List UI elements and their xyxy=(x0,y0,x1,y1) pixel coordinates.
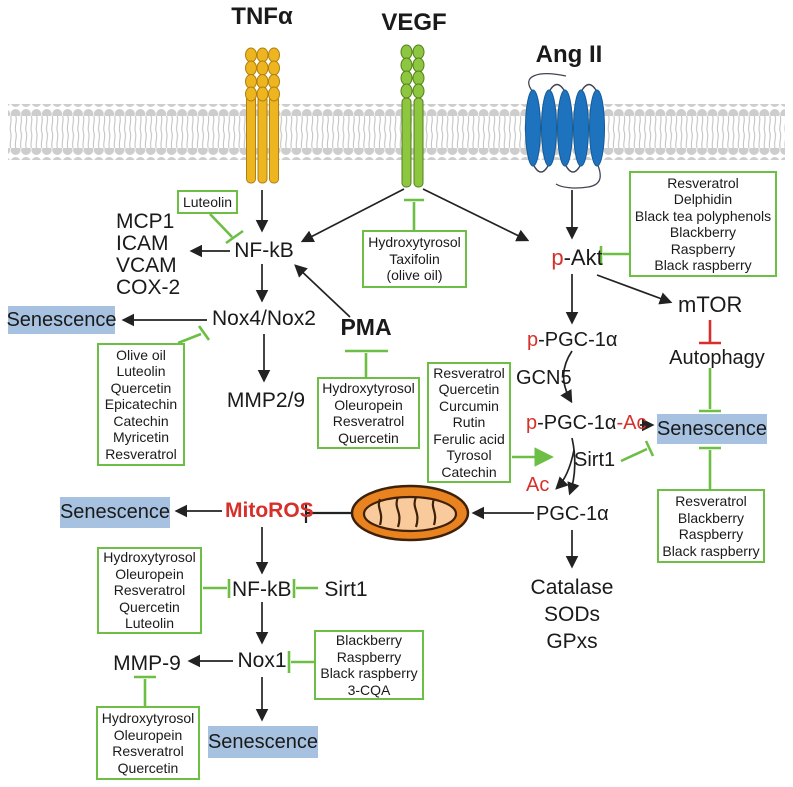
arrow-vegf-to-nfkb xyxy=(300,188,405,243)
senescence-box-bottom: Senescence xyxy=(208,726,318,758)
senescence-box-right: Senescence xyxy=(657,414,767,444)
tbar-oliveoil-to-nox4 xyxy=(177,325,211,345)
tbar-berries-to-pakt xyxy=(599,246,629,265)
box-pma-inhibitors: Hydroxytyrosol Oleuropein Resveratrol Qu… xyxy=(317,377,420,449)
angii-receptor xyxy=(525,73,605,189)
tbar-sirt1-to-nfkb xyxy=(292,579,318,598)
arrow-pma-to-nfkb xyxy=(294,264,351,318)
p-pgc1a-ac-phospho: p xyxy=(526,412,538,434)
antioxidant-enzymes: Catalase SODs GPxs xyxy=(530,576,614,653)
p-akt: p-Akt xyxy=(545,245,609,270)
tnfa-label: TNFα xyxy=(231,3,293,30)
p-pgc1a-body: -PGC-1α xyxy=(538,329,618,351)
mitoros: MitoROS xyxy=(225,499,314,522)
p-pgc1a-ac-body: -PGC-1α xyxy=(537,412,617,434)
tbar-mtor-to-autophagy xyxy=(699,320,721,345)
polyphenol-links xyxy=(134,198,721,706)
senescence-box-nox4: Senescence xyxy=(6,306,117,334)
nfkb-lower: NF-kB xyxy=(232,578,292,601)
pma-label: PMA xyxy=(340,314,392,340)
sirt1-upper: Sirt1 xyxy=(574,449,616,471)
p-pgc1a: p-PGC-1α xyxy=(527,329,617,351)
p-akt-body: -Akt xyxy=(563,245,603,270)
arrow-sirt1-deacetylation xyxy=(567,437,580,496)
arrow-vegf-to-pakt xyxy=(422,188,530,242)
sirt1-lower: Sirt1 xyxy=(324,578,368,601)
nfkb-target-genes: MCP1 ICAM VCAM COX-2 xyxy=(116,210,181,299)
autophagy: Autophagy xyxy=(669,347,765,369)
tnfa-receptor xyxy=(245,47,280,184)
arrow-gcn5-acetylation xyxy=(560,350,573,404)
angii-label: Ang II xyxy=(535,41,603,68)
box-akt-inhibitors: Resveratrol Delphidin Black tea polyphen… xyxy=(629,171,777,277)
mitochondrion xyxy=(350,484,470,542)
ac-label: Ac xyxy=(526,474,550,496)
box-sirt1-activators: Resveratrol Quercetin Curcumin Rutin Fer… xyxy=(427,362,511,483)
p-pgc1a-ac: p-PGC-1α-Ac xyxy=(526,412,646,434)
p-pgc1a-phospho: p xyxy=(527,329,539,351)
p-pgc1a-ac-acetyl: -Ac xyxy=(616,412,647,434)
mtor: mTOR xyxy=(678,292,743,317)
box-luteolin: Luteolin xyxy=(177,190,238,214)
tbar-oliveoil-to-vegf xyxy=(404,198,424,232)
tbar-autophagy-to-senescence xyxy=(699,368,721,413)
tbar-berries-to-nox1 xyxy=(287,651,314,673)
pgc1a: PGC-1α xyxy=(536,503,609,525)
tbar-box-to-pma xyxy=(345,349,388,377)
mmp9: MMP-9 xyxy=(113,652,181,675)
arrow-ac-release xyxy=(555,449,575,490)
box-mmp9-inhibitors: Hydroxytyrosol Oleuropein Resveratrol Qu… xyxy=(96,706,200,780)
tbar-box-to-mmp9 xyxy=(134,675,156,706)
plasma-membrane xyxy=(8,104,785,160)
arrow-pakt-to-mtor xyxy=(596,274,673,305)
activation-arrows xyxy=(121,188,673,722)
tbar-sirt1-to-senescence xyxy=(620,440,655,463)
tbar-berries-to-senescence xyxy=(699,446,721,489)
box-senescence-inhibitors: Resveratrol Blackberry Raspberry Black r… xyxy=(657,489,765,563)
p-akt-phospho: p xyxy=(551,245,564,270)
box-nfkb-inhibitors-lower: Hydroxytyrosol Oleuropein Resveratrol Qu… xyxy=(97,547,202,634)
gcn5: GCN5 xyxy=(516,367,572,389)
box-nox4-inhibitors: Olive oil Luteolin Quercetin Epicatechin… xyxy=(97,343,185,466)
nox4-nox2: Nox4/Nox2 xyxy=(212,307,316,330)
senescence-box-mitoros: Senescence xyxy=(60,497,170,528)
vegf-label: VEGF xyxy=(381,9,447,36)
nox1: Nox1 xyxy=(237,649,287,672)
tbar-box-to-nfkb-left xyxy=(203,579,231,598)
tbar-mito-to-mitoros xyxy=(304,503,352,523)
box-vegf-inhibitors: Hydroxytyrosol Taxifolin (olive oil) xyxy=(362,230,467,288)
nfkb-upper: NF-kB xyxy=(234,239,294,262)
tbar-luteolin-to-nfkb xyxy=(209,213,244,245)
mmp2-9: MMP2/9 xyxy=(226,389,306,412)
box-nox1-inhibitors: Blackberry Raspberry Black raspberry 3-C… xyxy=(314,630,424,700)
vegf-receptor xyxy=(400,44,425,188)
